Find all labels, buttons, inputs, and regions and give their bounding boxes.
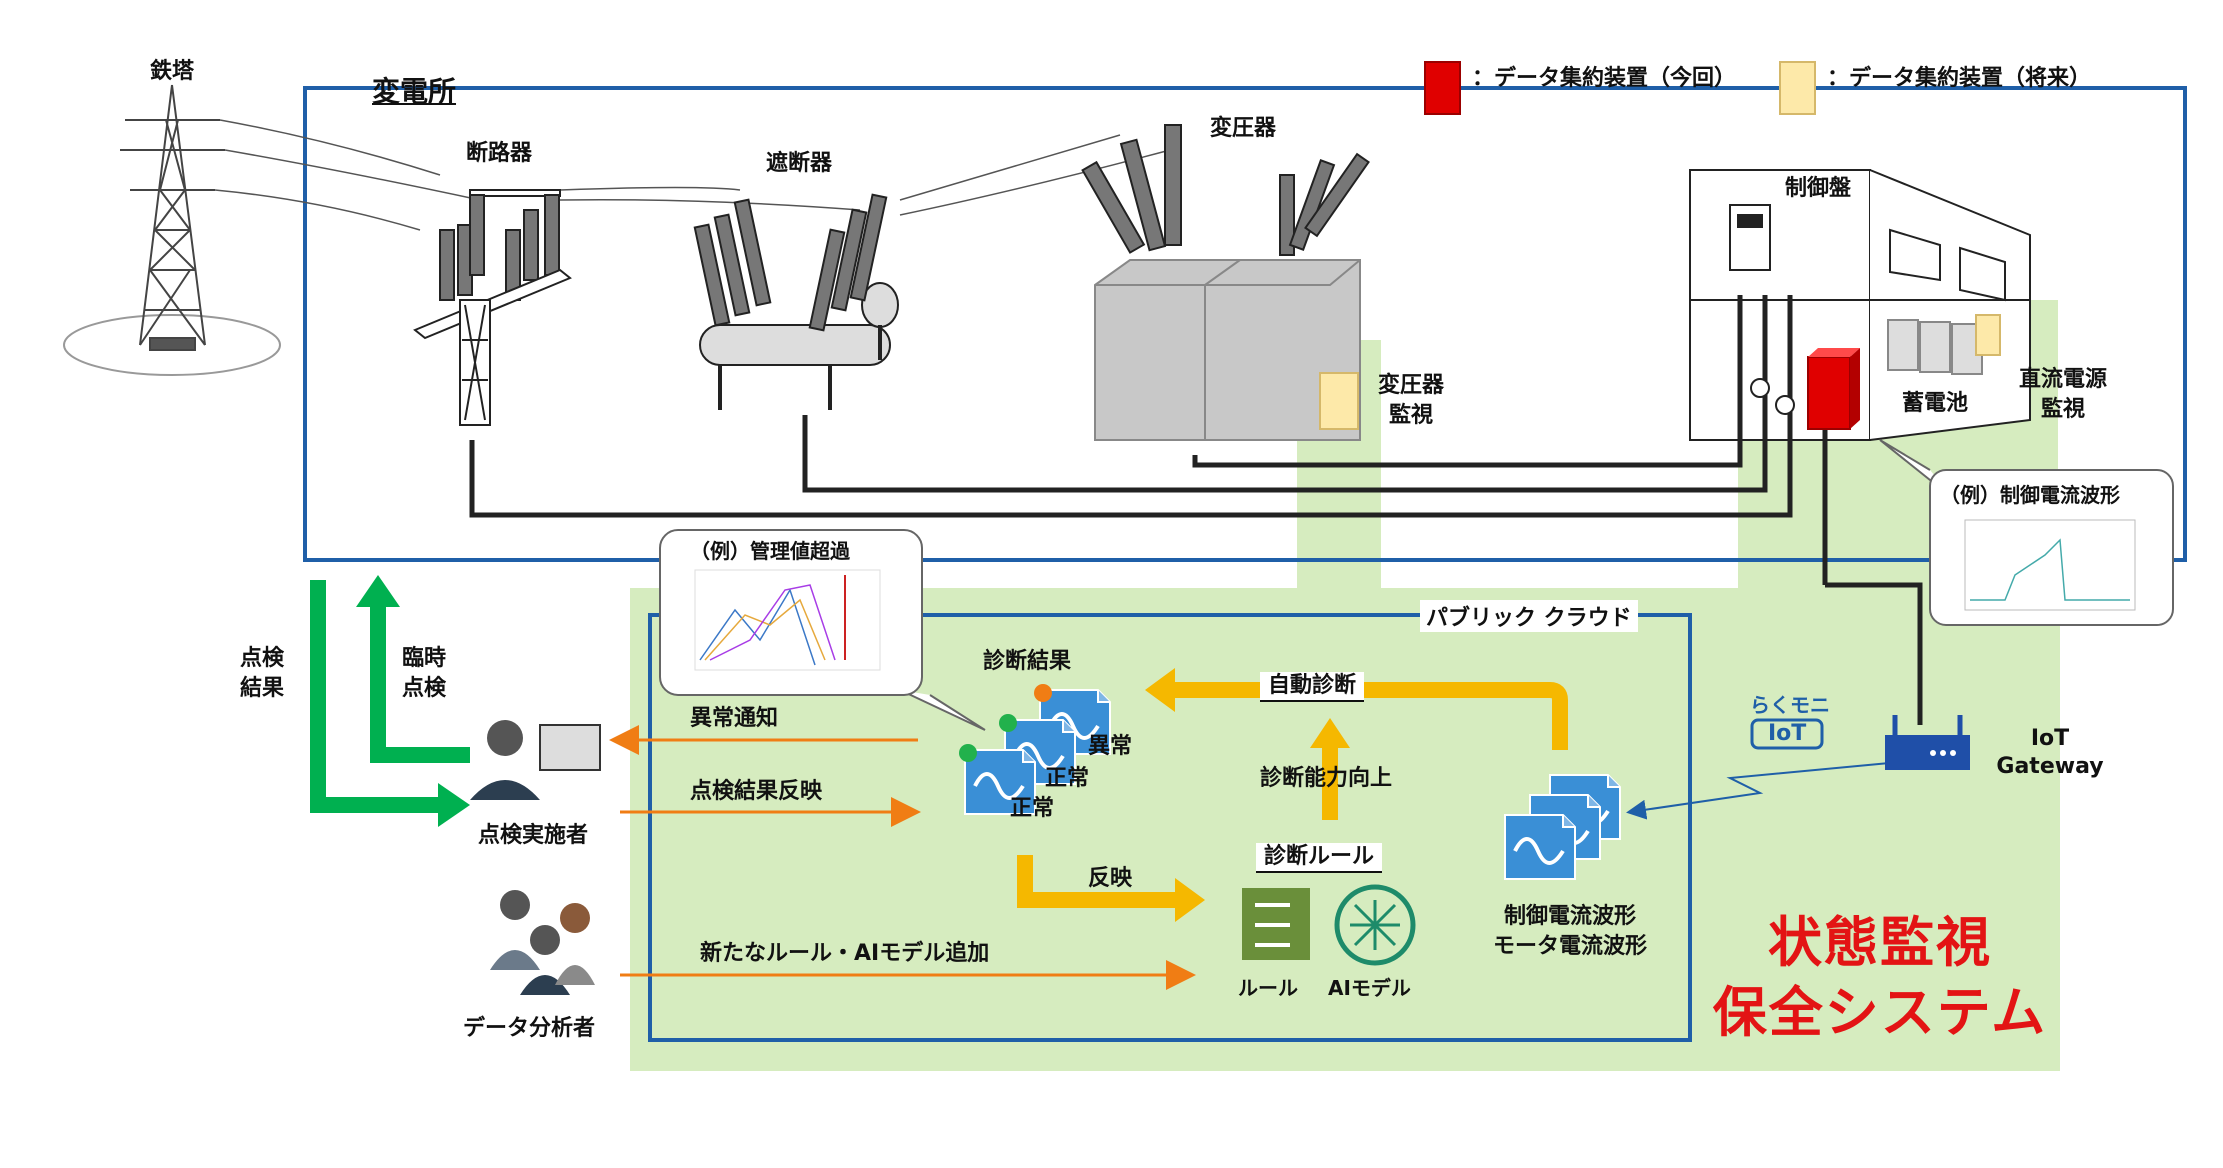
aggregator-future-device-transformer	[1319, 372, 1359, 430]
check-mark-icon-2	[959, 744, 977, 762]
iot-gateway-icon	[1885, 715, 1970, 770]
aggregator-future-device-dc	[1975, 314, 2001, 356]
inspection-result-line1: 点検	[240, 646, 285, 671]
disconnector-icon	[413, 189, 572, 426]
temp-check-line2: 点検	[402, 676, 447, 701]
iot-gateway-line1: IoT	[2030, 726, 2070, 751]
rule-label: ルール	[1238, 976, 1298, 1000]
anomaly-notice-label: 異常通知	[690, 706, 779, 731]
raku-moni-mark: IoT	[1768, 721, 1807, 746]
yellow-arrowheads	[1145, 668, 1350, 922]
callout-threshold	[659, 529, 986, 731]
breaker-icon	[693, 193, 899, 410]
aggregator-current-device	[1807, 348, 1860, 430]
control-panel-label: 制御盤	[1785, 176, 1852, 201]
transformer-monitor-line2: 監視	[1388, 403, 1433, 428]
ai-model-label: AIモデル	[1328, 976, 1411, 1000]
diagnosis-rules-title: 診断ルール	[1256, 843, 1383, 873]
analyst-label: データ分析者	[463, 1016, 596, 1041]
substation-title: 変電所	[372, 75, 457, 108]
reflect-label: 反映	[1088, 866, 1133, 891]
dc-power-monitor-line1: 直流電源	[2018, 367, 2107, 392]
check-mark-icon	[999, 714, 1017, 732]
disconnector-label: 断路器	[466, 141, 533, 166]
transformer-label: 変圧器	[1210, 116, 1277, 141]
auto-diagnosis-title: 自動診断	[1260, 672, 1365, 702]
battery-label: 蓄電池	[1902, 391, 1969, 416]
diagnosis-result-icons	[959, 684, 1112, 816]
transformer-icon	[1081, 124, 1370, 441]
rule-icon	[1242, 888, 1310, 960]
legend-current-label: ：データ集約装置（今回）	[1472, 66, 1737, 91]
callout-control-current	[1879, 439, 2174, 626]
legend-future-label: ：データ集約装置（将来）	[1827, 66, 2092, 91]
green-arrows	[310, 580, 470, 813]
yellow-arrows	[1017, 682, 1568, 908]
callout-control-current-title: （例）制御電流波形	[1940, 483, 2120, 507]
tower-label: 鉄塔	[150, 59, 195, 84]
waveforms-line2: モータ電流波形	[1492, 934, 1647, 959]
inspection-result-line2: 結果	[240, 676, 285, 701]
diagnosis-result-title: 診断結果	[983, 649, 1072, 674]
inspection-reflect-label: 点検結果反映	[690, 779, 823, 804]
system-title-line1: 状態監視	[1768, 911, 1992, 974]
analyst-icon	[490, 890, 595, 995]
diagnosis-abnormal: 異常	[1088, 734, 1133, 759]
transformer-monitor-line1: 変圧器	[1377, 373, 1444, 398]
substation-frame	[303, 86, 2187, 562]
diagnosis-normal-2: 正常	[1010, 796, 1055, 821]
dc-power-monitor-line2: 監視	[2040, 397, 2085, 422]
overhead-lines	[214, 119, 1171, 231]
inspector-icon	[470, 720, 601, 800]
abnormal-mark-icon	[1034, 684, 1052, 702]
cloud-title: パブリック クラウド	[1420, 600, 1638, 632]
ai-model-icon	[1334, 884, 1416, 966]
system-title-line2: 保全システム	[1712, 981, 2048, 1044]
orange-arrows	[609, 725, 1196, 990]
raku-moni-logo	[1750, 718, 1824, 750]
temp-check-line1: 臨時	[402, 646, 447, 671]
waveforms-line1: 制御電流波形	[1503, 904, 1636, 929]
capability-up-label: 診断能力向上	[1260, 766, 1393, 791]
raku-moni-brand: らくモニ	[1750, 693, 1830, 717]
monitoring-system-area	[630, 300, 2060, 1071]
wireless-link	[1626, 761, 1901, 820]
legend-current-swatch	[1424, 61, 1461, 115]
diagnosis-normal-1: 正常	[1045, 766, 1090, 791]
inspector-label: 点検実施者	[478, 823, 589, 848]
new-rule-label: 新たなルール・AIモデル追加	[700, 941, 990, 966]
tower-icon	[63, 84, 281, 376]
breaker-label: 遮断器	[766, 151, 833, 176]
signal-wires	[469, 295, 1923, 725]
legend-future-swatch	[1779, 61, 1816, 115]
green-arrowheads	[356, 575, 470, 827]
callout-threshold-title: （例）管理値超過	[690, 539, 850, 563]
iot-gateway-line2: Gateway	[1996, 754, 2104, 779]
